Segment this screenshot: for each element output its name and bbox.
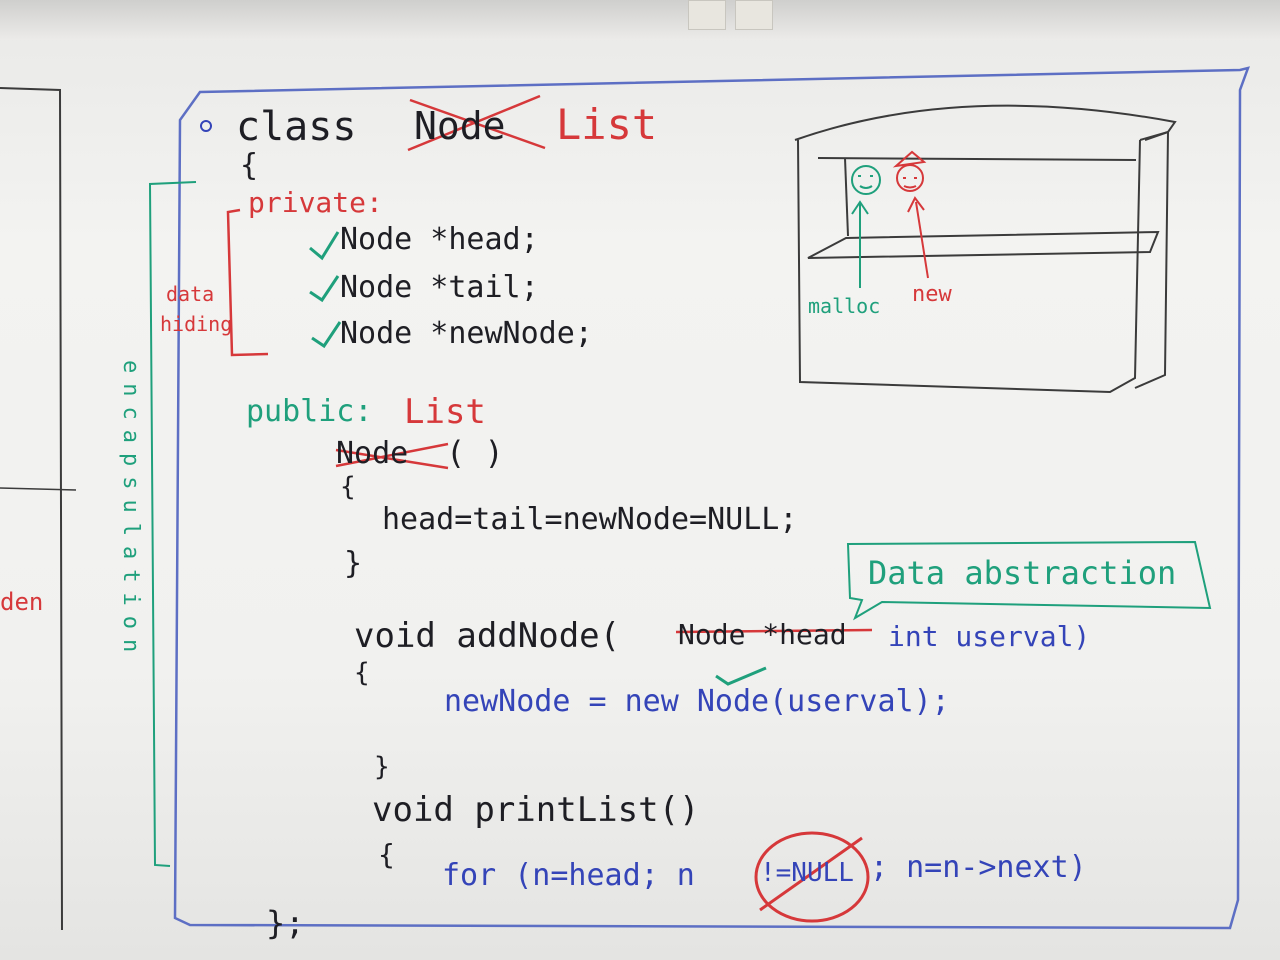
new-label: new — [912, 282, 952, 307]
addnode-close-brace: } — [374, 752, 390, 782]
ctor-parens: ( ) — [446, 434, 504, 472]
ctor-open-brace: { — [340, 472, 356, 502]
left-panel-fragment: den — [0, 588, 44, 616]
printlist-body-end: ; n=n->next) — [870, 850, 1087, 885]
printlist-body-start: for (n=head; n — [442, 858, 695, 893]
marker-clip — [688, 0, 726, 30]
data-abstraction-label: Data abstraction — [868, 554, 1177, 592]
member-head: Node *head; — [340, 222, 539, 257]
class-open-brace: { — [240, 148, 259, 183]
public-keyword: public: — [246, 394, 373, 429]
ctor-name-old: Node — [336, 436, 409, 471]
class-keyword: class — [236, 104, 357, 150]
board-top-edge — [0, 0, 1280, 40]
ctor-close-brace: } — [344, 546, 363, 581]
printlist-crossed-condition: !=NULL — [760, 858, 854, 888]
addnode-open-brace: { — [354, 658, 370, 688]
addnode-old-param: Node *head — [678, 618, 847, 651]
addnode-new-param: int userval) — [888, 620, 1091, 653]
malloc-label: malloc — [808, 294, 881, 318]
private-keyword: private: — [248, 186, 383, 219]
encapsulation-label: encapsulation — [118, 360, 143, 663]
printlist-signature: void printList() — [372, 790, 700, 830]
addnode-signature: void addNode( — [354, 616, 621, 656]
class-close-brace: }; — [266, 904, 305, 942]
ctor-body: head=tail=newNode=NULL; — [382, 502, 798, 537]
class-name-old: Node — [414, 104, 506, 148]
data-hiding-label-2: hiding — [160, 312, 233, 336]
member-newnode: Node *newNode; — [340, 316, 593, 351]
data-hiding-label-1: data — [166, 282, 215, 306]
printlist-open-brace: { — [378, 838, 395, 871]
ctor-name-new: List — [404, 392, 486, 432]
class-name-new: List — [556, 100, 658, 149]
member-tail: Node *tail; — [340, 270, 539, 305]
marker-clip — [735, 0, 773, 30]
addnode-body: newNode = new Node(userval); — [444, 684, 950, 719]
